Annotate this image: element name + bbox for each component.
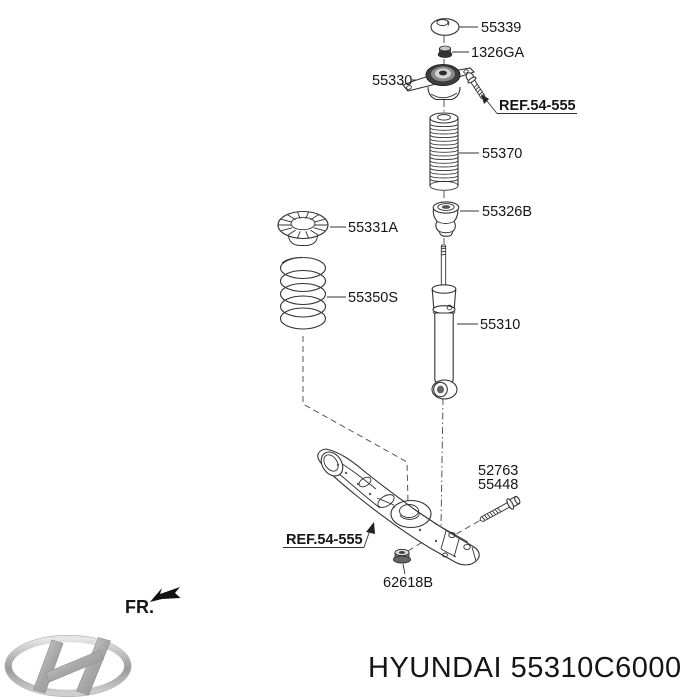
spring-pad-hole	[290, 216, 316, 231]
logo-h-right-bar	[76, 637, 111, 696]
mount-hub-center	[439, 70, 447, 76]
arm-front-bushing-hole	[323, 454, 339, 472]
arm-bolt-washer	[506, 498, 515, 510]
part-label-top-nut: 1326GA	[471, 45, 525, 61]
dust-cover-top	[429, 112, 459, 124]
dust-cover-sides	[429, 118, 459, 186]
ref-label-top: REF.54-555	[499, 98, 576, 114]
part-label-arm-bolt-2: 55448	[478, 477, 518, 493]
fr-arrow-icon	[150, 587, 181, 602]
shock-eyelet-hole	[436, 385, 445, 394]
shock-collar-top	[431, 284, 457, 294]
hyundai-logo-icon	[4, 635, 132, 697]
arm-bracket-hole3	[442, 552, 448, 558]
top-nut-drawing	[437, 45, 453, 58]
arm-bracket-hole1	[448, 531, 456, 539]
arm-hole-small	[358, 476, 372, 488]
mount-cup-inner	[430, 92, 458, 99]
part-label-arm-nut: 62618B	[383, 575, 433, 591]
cap-drawing	[430, 18, 460, 36]
top-bolt-flange	[467, 76, 477, 84]
ref-top-arrowhead	[481, 94, 489, 104]
ref-bottom-arrowhead	[366, 522, 375, 534]
part-label-arm-bolt-1: 52763	[478, 463, 518, 479]
bump-stopper-mid	[437, 203, 455, 211]
bump-stopper-ribs	[437, 221, 455, 234]
arm-spring-seat	[390, 499, 432, 529]
shock-absorber-drawing	[431, 244, 458, 400]
logo-outer-ellipse	[4, 635, 132, 697]
dust-cover-bottom	[429, 180, 459, 191]
mount-wing-hole-left	[406, 85, 412, 90]
dust-cover-ribs	[430, 124, 458, 183]
cap-notch	[447, 20, 450, 26]
part-label-spring-pad: 55331A	[348, 220, 398, 236]
dust-cover-drawing	[429, 112, 459, 191]
shock-collar-hole	[446, 304, 453, 311]
bump-stopper-hole	[441, 205, 451, 209]
arm-spring-seat-lip	[399, 512, 420, 520]
spring-pad-drawing	[277, 210, 329, 246]
fr-label: FR.	[125, 597, 154, 617]
part-label-dust-cover: 55370	[482, 146, 522, 162]
part-label-cap: 55339	[481, 20, 521, 36]
bump-stopper-drawing	[432, 201, 460, 237]
arm-nut-drawing	[392, 548, 411, 564]
spring-pad-ribs	[278, 211, 328, 239]
fr-marker: FR.	[125, 587, 181, 617]
arm-bolt-shaft	[479, 502, 510, 522]
top-bolt-shaft	[470, 80, 486, 100]
arm-hole-oval-chord	[376, 497, 395, 506]
mount-cup	[427, 86, 461, 101]
cap-outer	[430, 18, 460, 36]
top-nut-flange	[437, 51, 453, 58]
part-label-bump-stopper: 55326B	[482, 204, 532, 220]
arm-bolt-drawing	[479, 495, 521, 522]
spring-pad-flange	[288, 236, 318, 246]
centerline	[440, 36, 445, 529]
arm-nut-flange	[392, 555, 411, 564]
logo-h-left-bar	[33, 639, 64, 694]
logo-ring	[5, 635, 131, 697]
mount-wing-hole-right	[463, 69, 469, 74]
dust-cover-top-hole	[437, 114, 451, 121]
cap-inner	[436, 19, 449, 26]
shock-rod-cap	[440, 244, 447, 248]
arm-nut-hole	[398, 551, 406, 554]
coil-spring-drawing	[279, 256, 327, 330]
logo-h-crossbar	[45, 650, 104, 683]
part-label-coil-spring: 55350S	[348, 290, 398, 306]
part-label-strut-mount: 55330	[372, 73, 412, 89]
footer-caption: HYUNDAI 55310C6000	[368, 652, 682, 684]
arm-bolt-head-cap	[514, 495, 521, 505]
arm-hole-oval	[377, 494, 395, 508]
ref-label-bottom: REF.54-555	[286, 532, 363, 548]
shock-collar-sides	[431, 288, 457, 309]
strut-mount-drawing	[402, 64, 476, 101]
top-bolt-drawing	[465, 72, 486, 100]
control-arm-drawing	[317, 448, 480, 566]
bump-stopper-body	[432, 208, 459, 237]
arm-front-bushing	[320, 451, 344, 477]
shock-rod	[440, 246, 447, 288]
shock-body	[434, 312, 454, 385]
arm-bracket-hole2	[463, 543, 471, 551]
part-label-shock: 55310	[480, 317, 520, 333]
top-nut-top	[439, 45, 451, 52]
arm-spring-seat-hole	[399, 504, 419, 518]
